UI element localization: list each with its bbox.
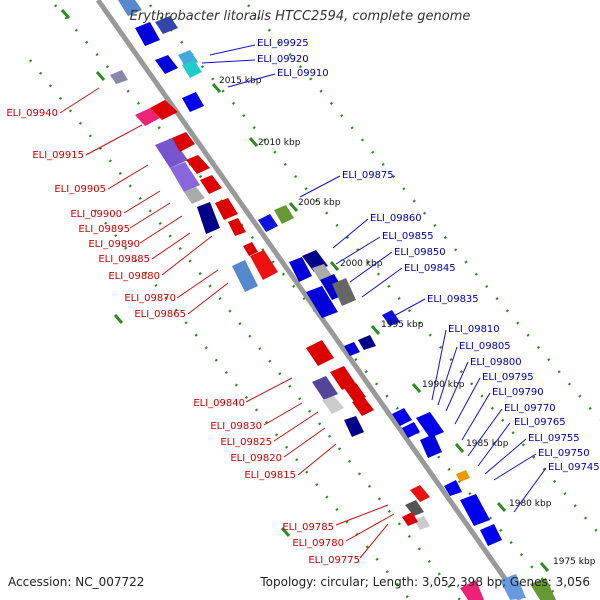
gene-label: ELI_09750 xyxy=(538,448,590,459)
accession-text: Accession: NC_007722 xyxy=(8,575,145,589)
gene-labels-plus-strand: ELI_09925ELI_09920ELI_09910ELI_09875ELI_… xyxy=(257,38,600,473)
scale-tick-label: 1975 kbp xyxy=(553,557,596,567)
gene-label: ELI_09775 xyxy=(308,555,360,566)
gene-label: ELI_09815 xyxy=(244,470,296,481)
gene-label: ELI_09755 xyxy=(528,433,580,444)
gene-label: ELI_09745 xyxy=(548,462,600,473)
gene-label: ELI_09825 xyxy=(220,437,272,448)
gene-label: ELI_09920 xyxy=(257,54,309,65)
gene-label: ELI_09810 xyxy=(448,324,500,335)
minus-strand-genes xyxy=(110,70,484,600)
gene-label: ELI_09905 xyxy=(54,184,106,195)
gene-label: ELI_09840 xyxy=(193,398,245,409)
gene-label: ELI_09835 xyxy=(427,294,479,305)
scale-tick-label: 1990 kbp xyxy=(422,380,465,390)
gene-label: ELI_09790 xyxy=(492,387,544,398)
gene-label: ELI_09845 xyxy=(404,263,456,274)
gene-label: ELI_09765 xyxy=(514,417,566,428)
page-title: Erythrobacter litoralis HTCC2594, comple… xyxy=(129,9,471,24)
scale-tick-label: 1985 kbp xyxy=(466,439,509,449)
gene-label: ELI_09895 xyxy=(78,224,130,235)
gene-label: ELI_09860 xyxy=(370,213,422,224)
gene-label: ELI_09830 xyxy=(210,421,262,432)
gene-label: ELI_09795 xyxy=(482,372,534,383)
gene-label: ELI_09875 xyxy=(342,170,394,181)
plus-strand-genes xyxy=(118,0,556,600)
scale-tick-label: 2010 kbp xyxy=(258,138,301,148)
gene-label: ELI_09800 xyxy=(470,357,522,368)
topology-text: Topology: circular; Length: 3,052,398 bp… xyxy=(260,575,590,589)
scale-tick-label: 1980 kbp xyxy=(509,499,552,509)
gene-label: ELI_09910 xyxy=(277,68,329,79)
gene-label: ELI_09925 xyxy=(257,38,309,49)
scale-tick-labels: 2015 kbp 2010 kbp 2005 kbp 2000 kbp 1995 kbp… xyxy=(219,76,596,567)
gene-label: ELI_09915 xyxy=(32,150,84,161)
gene-label: ELI_09785 xyxy=(282,522,334,533)
gene-label: ELI_09820 xyxy=(230,453,282,464)
gene-label: ELI_09870 xyxy=(124,293,176,304)
gene-label: ELI_09940 xyxy=(6,108,58,119)
gene-label: ELI_09900 xyxy=(70,209,122,220)
scale-tick-label: 2000 kbp xyxy=(340,259,383,269)
scale-tick-marks xyxy=(60,9,550,572)
label-leader-lines xyxy=(59,44,547,559)
gene-label: ELI_09780 xyxy=(292,538,344,549)
gene-label: ELI_09880 xyxy=(108,271,160,282)
scale-tick-label: 2015 kbp xyxy=(219,76,262,86)
genome-backbone xyxy=(95,0,523,600)
gene-label: ELI_09805 xyxy=(459,341,511,352)
gene-label: ELI_09890 xyxy=(88,239,140,250)
gene-label: ELI_09885 xyxy=(98,254,150,265)
gene-labels-minus-strand: ELI_09940ELI_09915ELI_09905ELI_09900ELI_… xyxy=(6,108,360,566)
gene-label: ELI_09855 xyxy=(382,231,434,242)
gene-label: ELI_09865 xyxy=(134,309,186,320)
scale-tick-label: 2005 kbp xyxy=(298,198,341,208)
gene-label: ELI_09770 xyxy=(504,403,556,414)
scale-tick-label: 1995 kbp xyxy=(381,320,424,330)
gene-label: ELI_09850 xyxy=(394,247,446,258)
